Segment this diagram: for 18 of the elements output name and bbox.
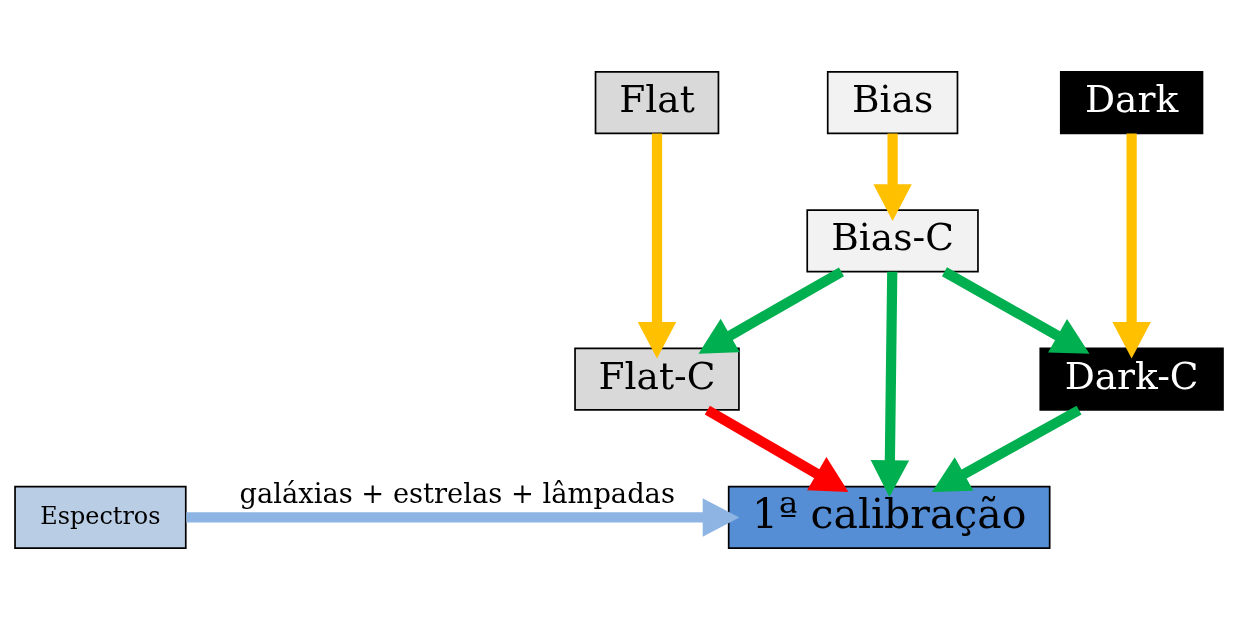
arrow xyxy=(704,405,849,493)
node-box: Bias-C xyxy=(806,209,979,273)
arrow xyxy=(1112,133,1151,359)
node-box: Flat xyxy=(594,70,720,135)
arrow xyxy=(873,133,912,221)
edge-label: galáxias + estrelas + lâmpadas xyxy=(239,478,675,510)
node-box: Dark-C xyxy=(1039,347,1224,411)
arrow xyxy=(637,133,677,359)
arrow xyxy=(698,267,845,354)
node-box: Espectros xyxy=(14,485,187,550)
arrow xyxy=(870,271,910,497)
node-box: Dark xyxy=(1059,70,1204,135)
node-box: Bias xyxy=(826,70,959,135)
arrow xyxy=(186,498,740,537)
node-box: 1ª calibração xyxy=(727,485,1051,550)
arrow xyxy=(941,267,1090,354)
node-box: Flat-C xyxy=(574,347,740,411)
arrow xyxy=(932,405,1082,492)
